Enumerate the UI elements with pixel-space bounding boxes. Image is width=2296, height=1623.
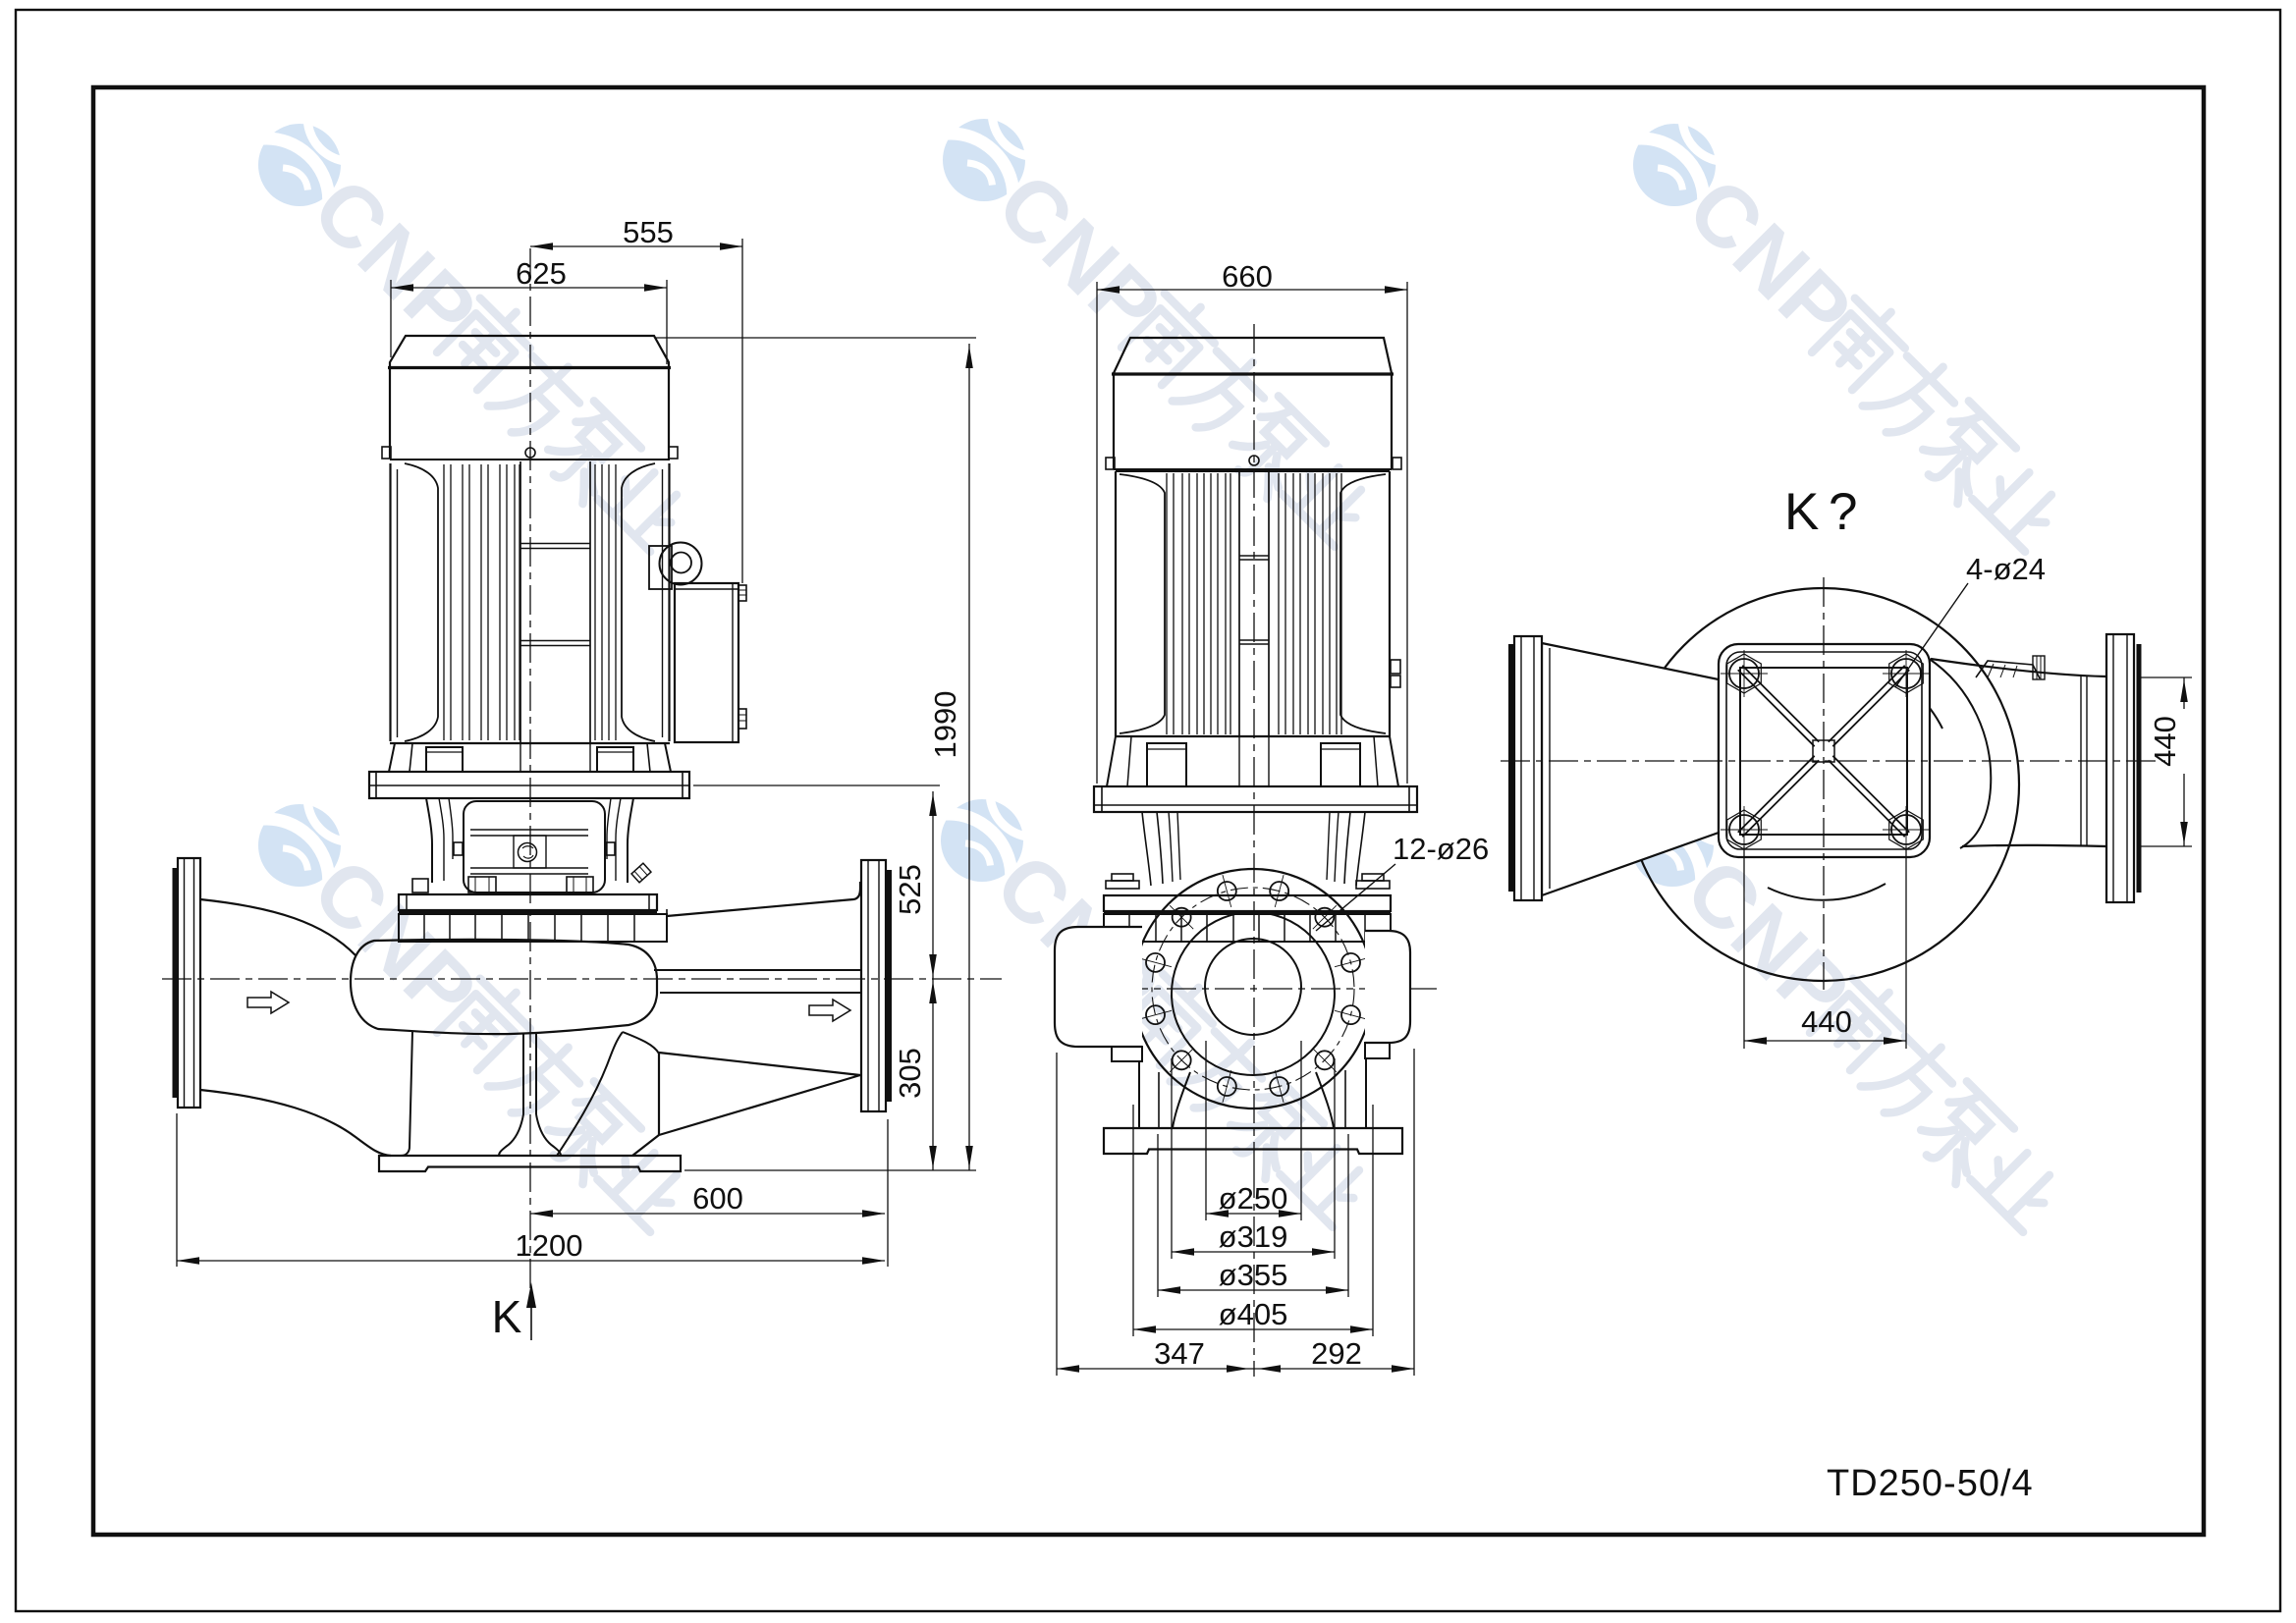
svg-text:1200: 1200 (516, 1228, 583, 1263)
svg-text:?: ? (1829, 483, 1857, 541)
svg-text:1990: 1990 (928, 691, 962, 759)
svg-text:K: K (1784, 483, 1819, 541)
svg-text:660: 660 (1222, 259, 1273, 294)
svg-text:292: 292 (1311, 1336, 1362, 1371)
svg-text:625: 625 (516, 256, 567, 291)
svg-text:525: 525 (893, 864, 927, 915)
svg-text:600: 600 (692, 1181, 743, 1216)
svg-text:ø250: ø250 (1219, 1181, 1288, 1216)
svg-text:ø319: ø319 (1219, 1219, 1288, 1254)
svg-text:K: K (492, 1291, 522, 1342)
svg-text:4-ø24: 4-ø24 (1966, 552, 2046, 586)
svg-text:ø355: ø355 (1219, 1258, 1288, 1292)
svg-text:305: 305 (893, 1048, 927, 1099)
svg-text:347: 347 (1154, 1336, 1205, 1371)
svg-text:TD250-50/4: TD250-50/4 (1827, 1463, 2034, 1504)
svg-text:440: 440 (1801, 1004, 1852, 1039)
svg-text:12-ø26: 12-ø26 (1393, 832, 1489, 866)
svg-text:ø405: ø405 (1219, 1297, 1288, 1331)
svg-text:555: 555 (623, 215, 674, 249)
svg-text:440: 440 (2148, 716, 2182, 767)
